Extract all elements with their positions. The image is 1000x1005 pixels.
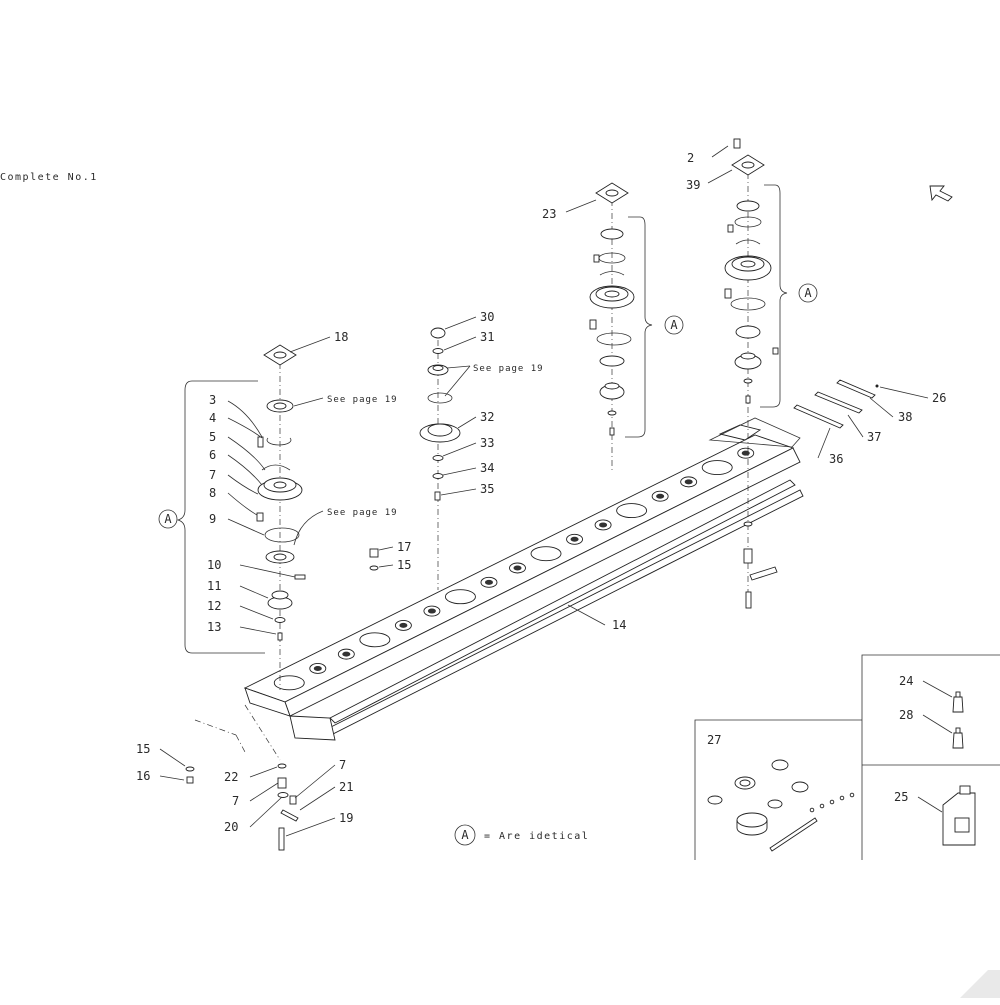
disc-opening (616, 503, 648, 519)
callout-13: 13 (207, 620, 221, 634)
right-bearing-group (724, 138, 779, 609)
callout-4: 4 (209, 411, 216, 425)
see-page-ref-2: See page 19 (473, 364, 544, 374)
callout-35: 35 (480, 482, 494, 496)
legend-symbol: A (461, 828, 469, 842)
brand-logo-icon (960, 970, 1000, 998)
bearing-opening-center (656, 493, 665, 499)
callout-14: 14 (612, 618, 626, 632)
callout-16: 16 (136, 769, 150, 783)
bearing-opening-center (513, 565, 522, 571)
disc-opening (444, 589, 476, 605)
callout-3: 3 (209, 393, 216, 407)
callout-31: 31 (480, 330, 494, 344)
callout-15-lower: 15 (136, 742, 150, 756)
callout-37: 37 (867, 430, 881, 444)
callout-32: 32 (480, 410, 494, 424)
kit-box (694, 719, 862, 860)
callout-23: 23 (542, 207, 556, 221)
callout-10: 10 (207, 558, 221, 572)
callout-30: 30 (480, 310, 494, 324)
callout-7-right: 7 (339, 758, 346, 772)
callout-36: 36 (829, 452, 843, 466)
disc-opening (701, 460, 733, 475)
bearing-opening-center (684, 479, 693, 485)
bearing-opening-center (741, 450, 750, 456)
right-group-mark-circle (798, 283, 818, 303)
service-box (861, 654, 1000, 860)
disc-opening (359, 632, 391, 648)
left-bearing-group (256, 344, 306, 641)
center-right-group-bracket (625, 216, 653, 438)
callout-38: 38 (898, 410, 912, 424)
callout-34: 34 (480, 461, 494, 475)
callout-18: 18 (334, 330, 348, 344)
callout-17: 17 (397, 540, 411, 554)
callout-24: 24 (899, 674, 913, 688)
callout-15: 15 (397, 558, 411, 572)
callout-19: 19 (339, 811, 353, 825)
callout-numbers: 2 39 23 18 3 4 5 6 7 8 9 10 11 12 13 30 … (136, 151, 946, 834)
middle-bearing-group (369, 327, 461, 571)
left-group-bracket (176, 380, 265, 654)
callout-5: 5 (209, 430, 216, 444)
bearing-opening-center (313, 665, 322, 671)
bearing-opening-center (599, 522, 608, 528)
disc-opening (530, 546, 562, 562)
bearing-opening-center (484, 579, 493, 585)
callout-27: 27 (707, 733, 721, 747)
callout-7: 7 (209, 468, 216, 482)
center-right-bearing-group (589, 182, 635, 436)
left-group-mark-circle (158, 509, 178, 529)
callout-7-lower: 7 (232, 794, 239, 808)
bearing-opening-center (399, 622, 408, 628)
callout-20: 20 (224, 820, 238, 834)
callout-11: 11 (207, 579, 221, 593)
callout-2: 2 (687, 151, 694, 165)
callout-33: 33 (480, 436, 494, 450)
lower-left-parts (185, 763, 299, 851)
left-group-mark: A (164, 512, 172, 526)
callout-21: 21 (339, 780, 353, 794)
callout-8: 8 (209, 486, 216, 500)
leader-lines (159, 145, 953, 837)
knife-parts (793, 379, 879, 429)
callout-6: 6 (209, 448, 216, 462)
callout-28: 28 (899, 708, 913, 722)
center-right-group-mark-circle (664, 315, 684, 335)
see-page-ref-1: See page 19 (327, 395, 398, 405)
page-title: Complete No.1 (0, 172, 98, 183)
callout-25: 25 (894, 790, 908, 804)
callout-22: 22 (224, 770, 238, 784)
assembly-axis-lines (194, 160, 749, 761)
right-group-mark: A (804, 286, 812, 300)
callout-9: 9 (209, 512, 216, 526)
center-right-group-mark: A (670, 318, 678, 332)
callout-39: 39 (686, 178, 700, 192)
callout-12: 12 (207, 599, 221, 613)
bearing-opening-center (570, 536, 579, 542)
legend-text: = Are idetical (484, 831, 589, 842)
bearing-opening-center (427, 608, 436, 614)
see-page-ref-3: See page 19 (327, 508, 398, 518)
right-group-bracket (760, 184, 788, 408)
bearing-opening-center (342, 651, 351, 657)
disc-opening (273, 675, 305, 691)
legend-symbol-circle (454, 824, 476, 846)
direction-arrow-icon (929, 185, 953, 202)
cutter-bar-holes (273, 447, 755, 691)
callout-26: 26 (932, 391, 946, 405)
